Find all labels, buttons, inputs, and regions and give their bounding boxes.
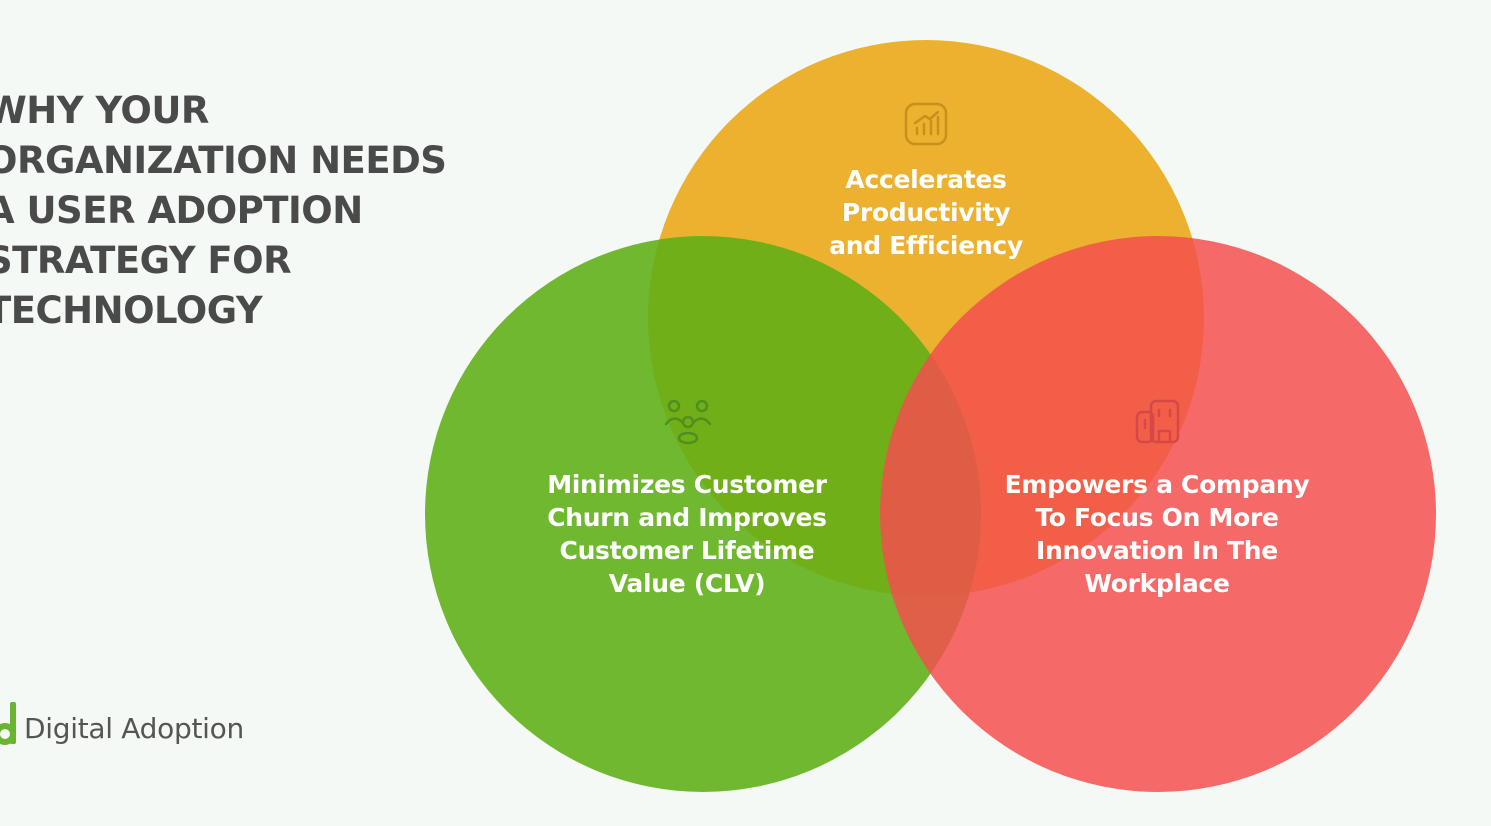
top-circle-line: Accelerates [845,165,1007,194]
circle-right-innovation [880,236,1436,792]
title-line: A USER ADOPTION [0,189,363,232]
people-group-icon [664,399,712,445]
circle-left-customer [425,236,981,792]
title-line: STRATEGY FOR [0,239,292,282]
left-circle-line: Churn and Improves [547,503,827,532]
growth-chart-icon [904,102,948,146]
right-circle-line: Empowers a Company [1004,470,1310,499]
top-circle-line: Productivity [841,198,1011,227]
title-line: WHY YOUR [0,89,209,132]
page-title: WHY YOUR ORGANIZATION NEEDS A USER ADOPT… [0,86,466,336]
logo-text: Digital Adoption [24,712,244,745]
top-circle-line: and Efficiency [829,231,1023,260]
brand-logo: Digital Adoption [0,700,244,746]
right-circle-line: To Focus On More [1035,503,1279,532]
left-circle-text: Minimizes Customer Churn and Improves Cu… [522,468,852,600]
left-circle-line: Value (CLV) [608,569,766,598]
right-circle-text: Empowers a Company To Focus On More Inno… [982,468,1332,600]
logo-mark-icon [0,702,16,745]
left-circle-line: Minimizes Customer [547,470,827,499]
right-circle-line: Workplace [1084,569,1230,598]
title-line: ORGANIZATION NEEDS [0,139,447,182]
office-building-icon [1135,399,1180,444]
left-circle-line: Customer Lifetime [559,536,815,565]
right-circle-line: Innovation In The [1036,536,1278,565]
top-circle-text: Accelerates Productivity and Efficiency [776,163,1076,262]
title-line: TECHNOLOGY [0,289,263,332]
